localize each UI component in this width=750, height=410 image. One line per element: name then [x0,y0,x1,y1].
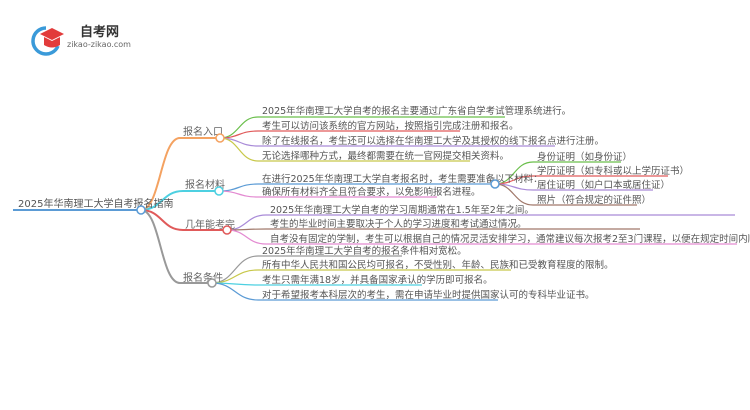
logo-title: 自考网 [80,24,119,40]
node-circle[interactable] [215,133,225,143]
sub-leaf[interactable]: 学历证明（如专科或以上学历证书） [537,165,689,177]
root-topic[interactable]: 2025年华南理工大学自考报名指南 [18,197,173,210]
leaf[interactable]: 考生可以访问该系统的官方网站，按照指引完成注册和报名。 [262,120,519,132]
node-circle[interactable] [222,225,232,235]
leaf[interactable]: 考生只需年满18岁，并具备国家承认的学历即可报名。 [262,274,493,286]
leaf[interactable]: 2025年华南理工大学自考的学习周期通常在1.5年至2年之间。 [270,204,534,216]
leaf[interactable]: 在进行2025年华南理工大学自考报名时，考生需要准备以下材料： [262,173,543,185]
leaf[interactable]: 除了在线报名，考生还可以选择在华南理工大学及其授权的线下报名点进行注册。 [262,135,604,147]
leaf[interactable]: 2025年华南理工大学自考的报名主要通过广东省自学考试管理系统进行。 [262,105,571,117]
leaf[interactable]: 2025年华南理工大学自考的报名条件相对宽松。 [262,245,467,257]
sub-leaf[interactable]: 照片（符合规定的证件照） [537,194,651,206]
node-circle[interactable] [490,179,500,189]
connector-line [226,229,737,245]
connector-line [218,190,437,198]
branch-years-to-complete[interactable]: 几年能考完 [185,218,235,231]
graduation-cap-icon [31,26,64,56]
node-circle[interactable] [136,205,146,215]
branch-registration-conditions[interactable]: 报名条件 [183,271,223,284]
node-circle[interactable] [207,278,217,288]
branch-registration-entry[interactable]: 报名入口 [183,125,223,138]
leaf[interactable]: 自考没有固定的学制，考生可以根据自己的情况灵活安排学习，通常建议每次报考2至3门… [270,233,750,245]
leaf[interactable]: 对于希望报考本科层次的考生，需在申请毕业时提供国家认可的专科毕业证书。 [262,289,595,301]
logo-url: zikao-zikao.com [67,40,131,49]
branch-registration-materials[interactable]: 报名材料 [185,178,225,191]
connector-line [140,137,220,211]
connector-line [140,190,219,211]
leaf[interactable]: 无论选择哪种方式，最终都需要在统一官网提交相关资料。 [262,150,509,162]
connector-lines [13,116,737,301]
logo: 自考网 zikao-zikao.com [31,24,131,56]
connector-line [494,183,637,206]
leaf[interactable]: 确保所有材料齐全且符合要求，以免影响报名进程。 [262,186,481,198]
connector-line [140,209,212,284]
leaf[interactable]: 所有中华人民共和国公民均可报名，不受性别、年龄、民族和已受教育程度的限制。 [262,259,614,271]
connector-line [140,209,227,231]
leaf[interactable]: 考生的毕业时间主要取决于个人的学习进度和考试通过情况。 [270,218,527,230]
connector-line [211,282,498,301]
node-circles [136,133,500,288]
node-circle[interactable] [214,186,224,196]
connector-line [219,137,470,162]
sub-leaf[interactable]: 身份证明（如身份证） [537,151,632,163]
sub-leaf[interactable]: 居住证明（如户口本或居住证） [537,179,670,191]
